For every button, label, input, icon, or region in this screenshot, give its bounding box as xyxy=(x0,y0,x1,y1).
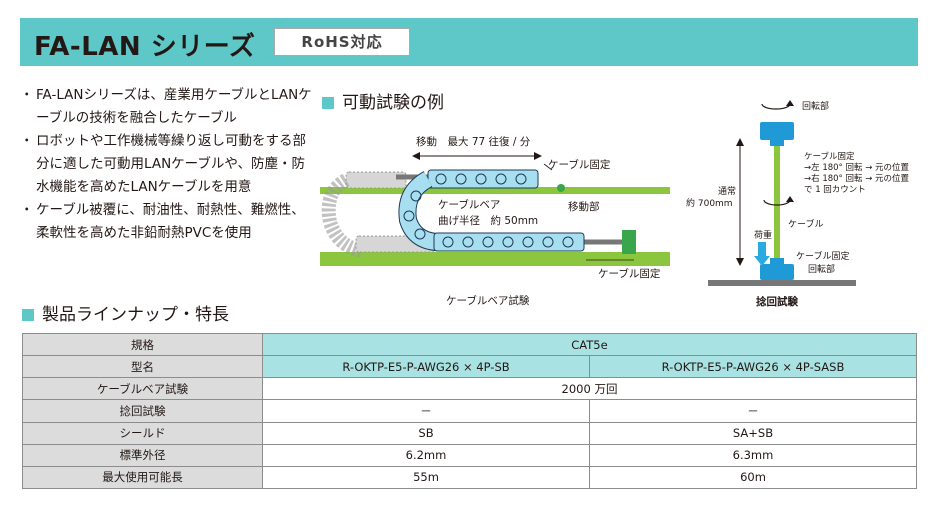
fixed-bottom-label: ケーブル固定 xyxy=(598,267,661,280)
row-header: 最大使用可能長 xyxy=(22,465,263,490)
rotate-right-label: →右 180° 回転 → 元の位置 xyxy=(804,173,910,184)
lineup-table: 規格 CAT5e 型名 R-OKTP-E5-P-AWG26 × 4P-SB R-… xyxy=(22,332,917,490)
arrow-head-icon xyxy=(786,196,794,202)
fixed-bottom-label: ケーブル固定 xyxy=(796,250,849,262)
leader-line xyxy=(543,163,553,171)
feature-item: ロボットや工作機械等繰り返し可動をする部分に適した可動用LANケーブルや、防塵・… xyxy=(20,130,312,199)
normal-label: 通常 xyxy=(718,185,736,197)
table-cell: R-OKTP-E5-P-AWG26 × 4P-SASB xyxy=(589,355,917,379)
test-section-title: 可動試験の例 xyxy=(342,93,444,113)
table-row: 型名 R-OKTP-E5-P-AWG26 × 4P-SB R-OKTP-E5-P… xyxy=(22,355,917,379)
cable-bear-caption: ケーブルベア試験 xyxy=(446,294,530,307)
load-arrow-icon xyxy=(758,242,766,256)
row-header: シールド xyxy=(22,421,263,445)
top-rotator xyxy=(760,122,794,140)
feature-item: ケーブル被覆に、耐油性、耐熱性、難燃性、柔軟性を高めた非鉛耐熱PVCを使用 xyxy=(20,199,312,245)
move-label: 移動 最大 77 往復 / 分 xyxy=(416,135,531,148)
row-header: 標準外径 xyxy=(22,443,263,467)
row-header: 捻回試験 xyxy=(22,399,263,423)
row-header: 規格 xyxy=(22,332,263,357)
length-label: 約 700mm xyxy=(686,197,733,209)
cable-bear-diagram: 移動 最大 77 往復 / 分 ケーブル固定 ケーブルベア 曲げ半径 約 50m… xyxy=(320,135,670,307)
square-bullet-icon xyxy=(22,309,34,321)
lower-rail xyxy=(320,252,670,266)
table-cell: 6.2mm xyxy=(262,443,590,467)
count-label: で 1 回カウント xyxy=(804,185,866,195)
lineup-section-heading: 製品ラインナップ・特長 xyxy=(22,300,229,325)
rotate-top-label: 回転部 xyxy=(802,100,829,112)
arrow-head-up-icon xyxy=(736,138,744,146)
test-section-heading: 可動試験の例 xyxy=(322,88,444,113)
bend-radius-label: 曲げ半径 約 50mm xyxy=(438,214,538,227)
arrow-head-down-icon xyxy=(736,258,744,266)
bottom-rotator xyxy=(760,264,794,280)
moving-part-label: 移動部 xyxy=(568,200,600,213)
table-cell: 6.3mm xyxy=(589,443,917,467)
upper-rail xyxy=(320,187,670,194)
title-bar: FA-LAN シリーズ RoHS対応 xyxy=(20,18,918,66)
arrow-head-right-icon xyxy=(534,152,542,160)
table-cell: SB xyxy=(262,421,590,445)
table-row: 標準外径 6.2mm 6.3mm xyxy=(22,443,917,467)
lineup-section-title: 製品ラインナップ・特長 xyxy=(42,305,229,325)
arrow-head-left-icon xyxy=(412,152,420,160)
table-row: 捻回試験 － － xyxy=(22,399,917,423)
table-row: ケーブルベア試験 2000 万回 xyxy=(22,377,917,401)
table-row: 規格 CAT5e xyxy=(22,332,917,357)
row-header: 型名 xyxy=(22,355,263,379)
table-row: 最大使用可能長 55m 60m xyxy=(22,465,917,490)
table-row: シールド SB SA+SB xyxy=(22,421,917,445)
load-label: 荷重 xyxy=(754,229,772,241)
base-plate xyxy=(708,280,856,286)
table-cell: 55m xyxy=(262,465,590,490)
table-cell: － xyxy=(262,399,590,423)
cable-bear-label: ケーブルベア xyxy=(438,198,500,211)
page-title: FA-LAN シリーズ xyxy=(34,32,256,62)
feature-list: FA-LANシリーズは、産業用ケーブルとLANケーブルの技術を融合したケーブル … xyxy=(20,84,312,245)
rotate-bottom-label: 回転部 xyxy=(808,263,835,275)
torsion-caption: 捻回試験 xyxy=(756,295,798,308)
table-cell: R-OKTP-E5-P-AWG26 × 4P-SB xyxy=(262,355,590,379)
rotate-arrow-icon xyxy=(761,103,791,110)
fixed-block xyxy=(622,230,636,254)
torsion-diagram: 回転部 ケーブル固定 →左 180° 回転 → 元の位置 →右 180° 回転 … xyxy=(686,100,910,308)
rotate-left-label: →左 180° 回転 → 元の位置 xyxy=(804,162,910,173)
fix-label: ケーブル固定 xyxy=(804,151,855,162)
row-header: ケーブルベア試験 xyxy=(22,377,263,401)
table-cell: SA+SB xyxy=(589,421,917,445)
table-cell: 60m xyxy=(589,465,917,490)
fixed-top-label: ケーブル固定 xyxy=(548,158,611,171)
table-cell: CAT5e xyxy=(262,332,917,357)
square-bullet-icon xyxy=(322,97,334,109)
cable-label: ケーブル xyxy=(788,218,823,230)
cable-bear-chain xyxy=(398,169,585,252)
table-cell: 2000 万回 xyxy=(262,377,917,401)
arrow-head-icon xyxy=(786,100,794,106)
feature-item: FA-LANシリーズは、産業用ケーブルとLANケーブルの技術を融合したケーブル xyxy=(20,84,312,130)
rohs-badge: RoHS対応 xyxy=(274,28,410,56)
moving-point xyxy=(557,184,565,192)
table-cell: － xyxy=(589,399,917,423)
